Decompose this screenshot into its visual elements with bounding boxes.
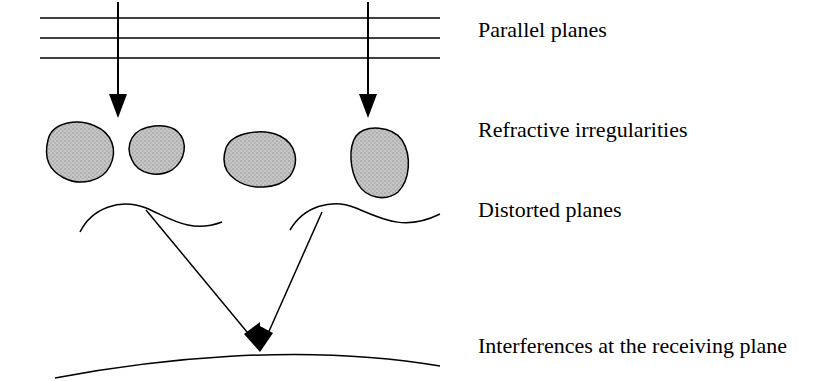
plane-line [40,37,440,39]
receiving-plane [55,354,440,378]
ray-arrow [117,2,119,100]
caption-label: Distorted planes [478,197,622,223]
arrow-head [109,94,127,118]
refractive-blob [129,126,184,174]
refractive-blob [47,122,114,182]
refractive-blob [351,128,408,197]
arrow-head [244,322,260,352]
plane-line [40,17,440,19]
caption-label: Refractive irregularities [478,117,688,143]
caption-label: Parallel planes [478,17,607,43]
distorted-plane [290,204,440,230]
plane-line [40,57,440,59]
ray-arrow [367,2,369,100]
ray-line [146,210,252,338]
distorted-plane [80,204,222,232]
ray-line [266,212,322,338]
arrow-head [258,325,273,352]
caption-label: Interferences at the receiving plane [478,333,787,359]
refractive-blob [224,132,295,187]
arrow-head [359,94,377,118]
